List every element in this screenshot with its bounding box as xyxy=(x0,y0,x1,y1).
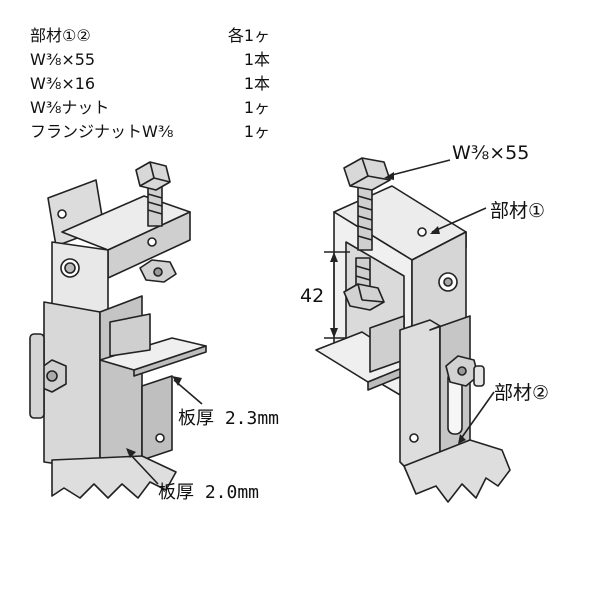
part-name: W⅜×55 xyxy=(30,50,96,69)
member-1-label: 部材① xyxy=(490,200,546,222)
part-qty: 1ヶ xyxy=(243,122,270,141)
parts-row-1: 部材①② 各1ヶ xyxy=(30,24,270,48)
parts-row-3: W⅜×16 1本 xyxy=(30,72,270,96)
part-qty: 各1ヶ xyxy=(227,26,270,45)
part-qty: 1本 xyxy=(243,50,270,69)
part-name: W⅜ナット xyxy=(30,98,110,117)
leader-lines xyxy=(127,159,495,485)
part-name: 部材①② xyxy=(30,26,91,45)
part-qty: 1ヶ xyxy=(243,98,270,117)
part-qty: 1本 xyxy=(243,74,270,93)
plate-thickness-lower-label: 板厚 2.0mm xyxy=(158,482,260,503)
part-name: W⅜×16 xyxy=(30,74,96,93)
dimension-label: 42 xyxy=(300,285,324,307)
bolt-label: W⅜×55 xyxy=(452,142,530,164)
parts-list: 部材①② 各1ヶ W⅜×55 1本 W⅜×16 1本 W⅜ナット 1ヶ フランジ… xyxy=(30,24,270,144)
plate-thickness-upper-label: 板厚 2.3mm xyxy=(178,408,280,429)
right-bracket xyxy=(315,157,511,503)
parts-row-4: W⅜ナット 1ヶ xyxy=(30,96,270,120)
dimension-42 xyxy=(324,251,350,339)
parts-row-2: W⅜×55 1本 xyxy=(30,48,270,72)
parts-row-5: フランジナットW⅜ 1ヶ xyxy=(30,120,270,144)
part-name: フランジナットW⅜ xyxy=(30,122,174,141)
left-bracket xyxy=(29,161,207,499)
member-2-label: 部材② xyxy=(494,382,550,404)
